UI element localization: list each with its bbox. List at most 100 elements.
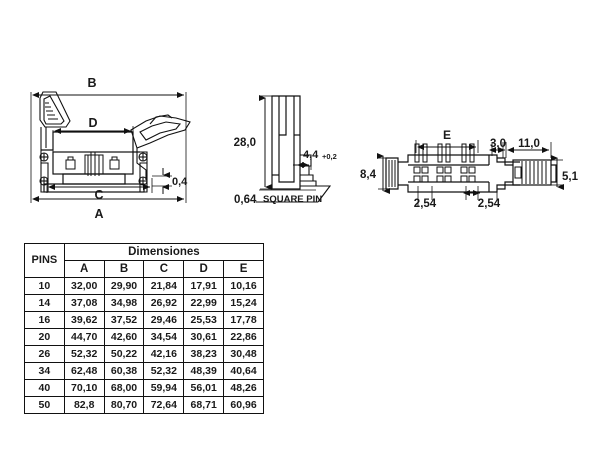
- cell-d: 25,53: [183, 311, 225, 329]
- label-dimension-e: E: [443, 128, 451, 142]
- cell-c: 42,16: [143, 345, 185, 363]
- table-header-col-b: B: [103, 260, 145, 278]
- label-square-pin-note: SQUARE PIN: [263, 194, 322, 205]
- cell-e: 30,48: [223, 345, 264, 363]
- cell-a: 32,00: [63, 277, 105, 295]
- cell-pins: 34: [24, 362, 65, 380]
- cell-d: 48,39: [183, 362, 225, 380]
- dimension-gap-30: [489, 142, 505, 158]
- table-head: PINS Dimensiones A B C D E: [24, 243, 265, 278]
- dimension-height-28: [259, 95, 272, 190]
- cell-b: 80,70: [103, 396, 145, 414]
- table-header-dimensiones: Dimensiones: [63, 243, 265, 261]
- cell-c: 29,46: [143, 311, 185, 329]
- cell-pins: 50: [24, 396, 65, 414]
- cell-pins: 16: [24, 311, 65, 329]
- front-pin-block: [65, 152, 120, 176]
- front-mounting-flanges: [39, 150, 148, 193]
- cell-e: 10,16: [223, 277, 264, 295]
- cell-d: 68,71: [183, 396, 225, 414]
- table-row: 10 32,00 29,90 21,84 17,91 10,16: [24, 277, 264, 295]
- dimensions-table-container: PINS Dimensiones A B C D E 10 32,00 29,9…: [24, 243, 265, 414]
- mounting-hole-top-left: [39, 152, 49, 162]
- top-pin-row: [414, 143, 475, 163]
- dimension-pitch-left: [417, 186, 433, 206]
- table-header-col-c: C: [143, 260, 185, 278]
- cell-pins: 20: [24, 328, 65, 346]
- side-view-drawing: [256, 95, 332, 203]
- cell-pins: 26: [24, 345, 65, 363]
- cell-a: 52,32: [63, 345, 105, 363]
- table-header-col-a: A: [63, 260, 105, 278]
- cell-d: 38,23: [183, 345, 225, 363]
- pin-pair-2: [437, 143, 451, 163]
- mounting-hole-bottom-right: [138, 176, 148, 186]
- front-view-drawing: [30, 91, 191, 203]
- table-body: 10 32,00 29,90 21,84 17,91 10,16 14 37,0…: [24, 277, 264, 414]
- cell-e: 48,26: [223, 379, 264, 397]
- cell-e: 40,64: [223, 362, 264, 380]
- cell-d: 30,61: [183, 328, 225, 346]
- side-body-outline: [271, 95, 301, 190]
- cell-a: 44,70: [63, 328, 105, 346]
- cell-a: 39,62: [63, 311, 105, 329]
- cell-d: 17,91: [183, 277, 225, 295]
- cell-b: 29,90: [103, 277, 145, 295]
- cell-pins: 40: [24, 379, 65, 397]
- dimension-a: [30, 150, 187, 203]
- cell-a: 62,48: [63, 362, 105, 380]
- label-dimension-pitch-right: 2,54: [478, 198, 501, 210]
- dimension-tail-height-51: [551, 155, 564, 190]
- label-dimension-pin-size: 0,64: [234, 194, 257, 206]
- label-dimension-tail-height: 5,1: [562, 171, 579, 183]
- cell-b: 60,38: [103, 362, 145, 380]
- mounting-hole-top-right: [138, 152, 148, 162]
- cell-b: 34,98: [103, 294, 145, 312]
- cell-a: 37,08: [63, 294, 105, 312]
- label-dimension-gap: 3,0: [490, 138, 506, 150]
- dimension-width-84: [377, 153, 390, 194]
- label-dimension-thickness: 0,4: [172, 176, 188, 188]
- table-header-row-group: PINS Dimensiones: [24, 243, 265, 278]
- cell-e: 17,78: [223, 311, 264, 329]
- cell-d: 22,99: [183, 294, 225, 312]
- cell-c: 59,94: [143, 379, 185, 397]
- cell-pins: 10: [24, 277, 65, 295]
- top-left-knurl: [388, 160, 396, 187]
- table-row: 50 82,8 80,70 72,64 68,71 60,96: [24, 396, 264, 414]
- cell-c: 52,32: [143, 362, 185, 380]
- label-dimension-tail: 11,0: [518, 138, 540, 150]
- pin-pair-1: [414, 143, 428, 163]
- cell-d: 56,01: [183, 379, 225, 397]
- label-dimension-height: 28,0: [234, 137, 256, 149]
- cell-e: 15,24: [223, 294, 264, 312]
- table-header-col-e: E: [223, 260, 264, 278]
- dimension-thickness: [152, 168, 172, 194]
- cell-b: 42,60: [103, 328, 145, 346]
- top-tail-knurl: [514, 161, 547, 184]
- right-ejector-latch: [130, 114, 191, 180]
- dimension-b: [30, 92, 187, 150]
- pin-pair-3: [461, 143, 475, 163]
- cell-pins: 14: [24, 294, 65, 312]
- square-pin-leader: [256, 185, 332, 203]
- table-row: 20 44,70 42,60 34,54 30,61 22,86: [24, 328, 264, 346]
- table-row: 26 52,32 50,22 42,16 38,23 30,48: [24, 345, 264, 363]
- top-pin-contacts: [413, 166, 476, 183]
- label-dimension-b: B: [87, 76, 96, 90]
- cell-e: 22,86: [223, 328, 264, 346]
- top-view-drawing: [377, 140, 564, 206]
- dimension-pin-length: [293, 156, 312, 170]
- table-header-pins: PINS: [24, 243, 65, 278]
- label-dimension-c: C: [94, 188, 103, 202]
- table-row: 40 70,10 68,00 59,94 56,01 48,26: [24, 379, 264, 397]
- table-row: 34 62,48 60,38 52,32 48,39 40,64: [24, 362, 264, 380]
- table-row: 16 39,62 37,52 29,46 25,53 17,78: [24, 311, 264, 329]
- cell-c: 21,84: [143, 277, 185, 295]
- cell-a: 82,8: [63, 396, 105, 414]
- cell-b: 50,22: [103, 345, 145, 363]
- front-body-outline: [41, 131, 145, 193]
- label-dimension-pin-length: 4,4: [303, 149, 319, 161]
- table-row: 14 37,08 34,98 26,92 22,99 15,24: [24, 294, 264, 312]
